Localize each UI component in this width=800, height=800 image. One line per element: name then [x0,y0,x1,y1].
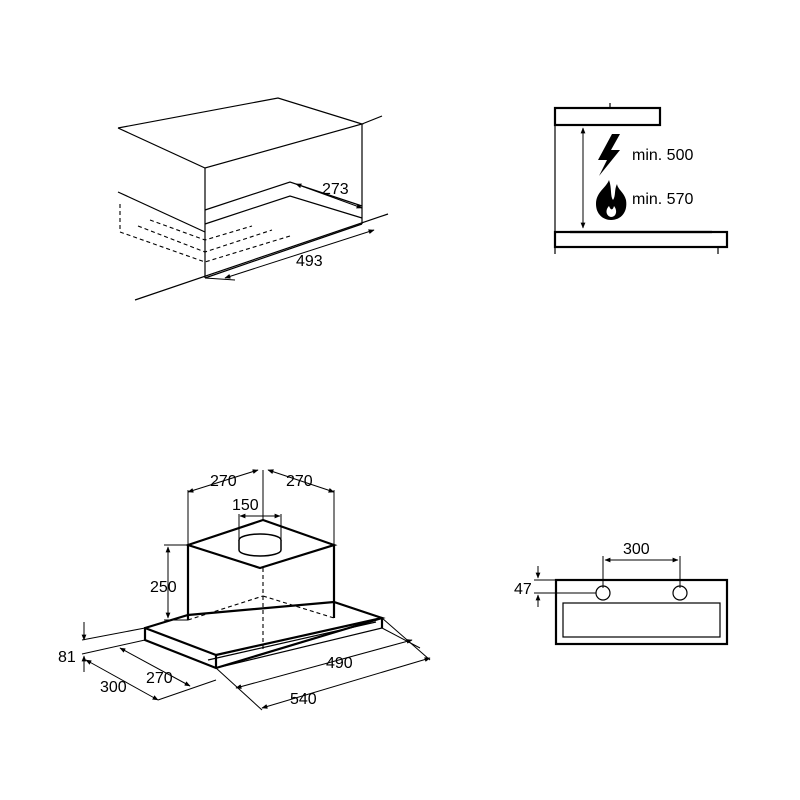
width-outer-label: 540 [290,691,317,708]
base-height-label: 81 [58,649,76,666]
gas-clearance-label: min. 570 [632,191,693,208]
chimney-left-label: 270 [210,473,237,490]
chimney-height-label: 250 [150,579,177,596]
depth-inner-label: 270 [146,670,173,687]
hole-spacing-label: 300 [623,541,650,558]
duct-body [238,540,282,557]
electric-clearance-label: min. 500 [632,147,693,164]
hole-height-label: 47 [514,581,532,598]
depth-inner-dimension [119,647,191,687]
cabinet-top [117,97,365,169]
filter-panel [562,602,721,638]
depth-dimension-line [295,183,363,209]
clearance-view: min. 500 min. 570 [553,103,729,254]
width-label: 493 [296,253,323,270]
mount-hole-right [672,585,688,601]
niche-view: 273 493 [117,97,389,301]
duct-label: 150 [232,497,259,514]
front-view: 300 47 [514,541,729,646]
hood-front-panel [554,578,729,646]
mount-hole-left [595,585,611,601]
cooktop [553,230,729,249]
hood-view: 270 270 150 250 81 300 270 490 540 [58,469,431,711]
depth-outer-label: 300 [100,679,127,696]
width-dimension-line [224,229,375,279]
niche-bottom-edge [204,223,363,279]
depth-label: 273 [322,181,349,198]
width-outer-dimension [261,657,431,709]
width-inner-label: 490 [326,655,353,672]
flame-icon [596,180,627,220]
chimney-right-dimension [267,469,335,493]
lightning-icon [598,134,620,176]
cabinet-left-edge [117,191,206,233]
chimney-right-label: 270 [286,473,313,490]
wall-line [134,213,389,301]
upper-cabinet [553,106,662,127]
chimney-left-dimension [187,469,259,493]
